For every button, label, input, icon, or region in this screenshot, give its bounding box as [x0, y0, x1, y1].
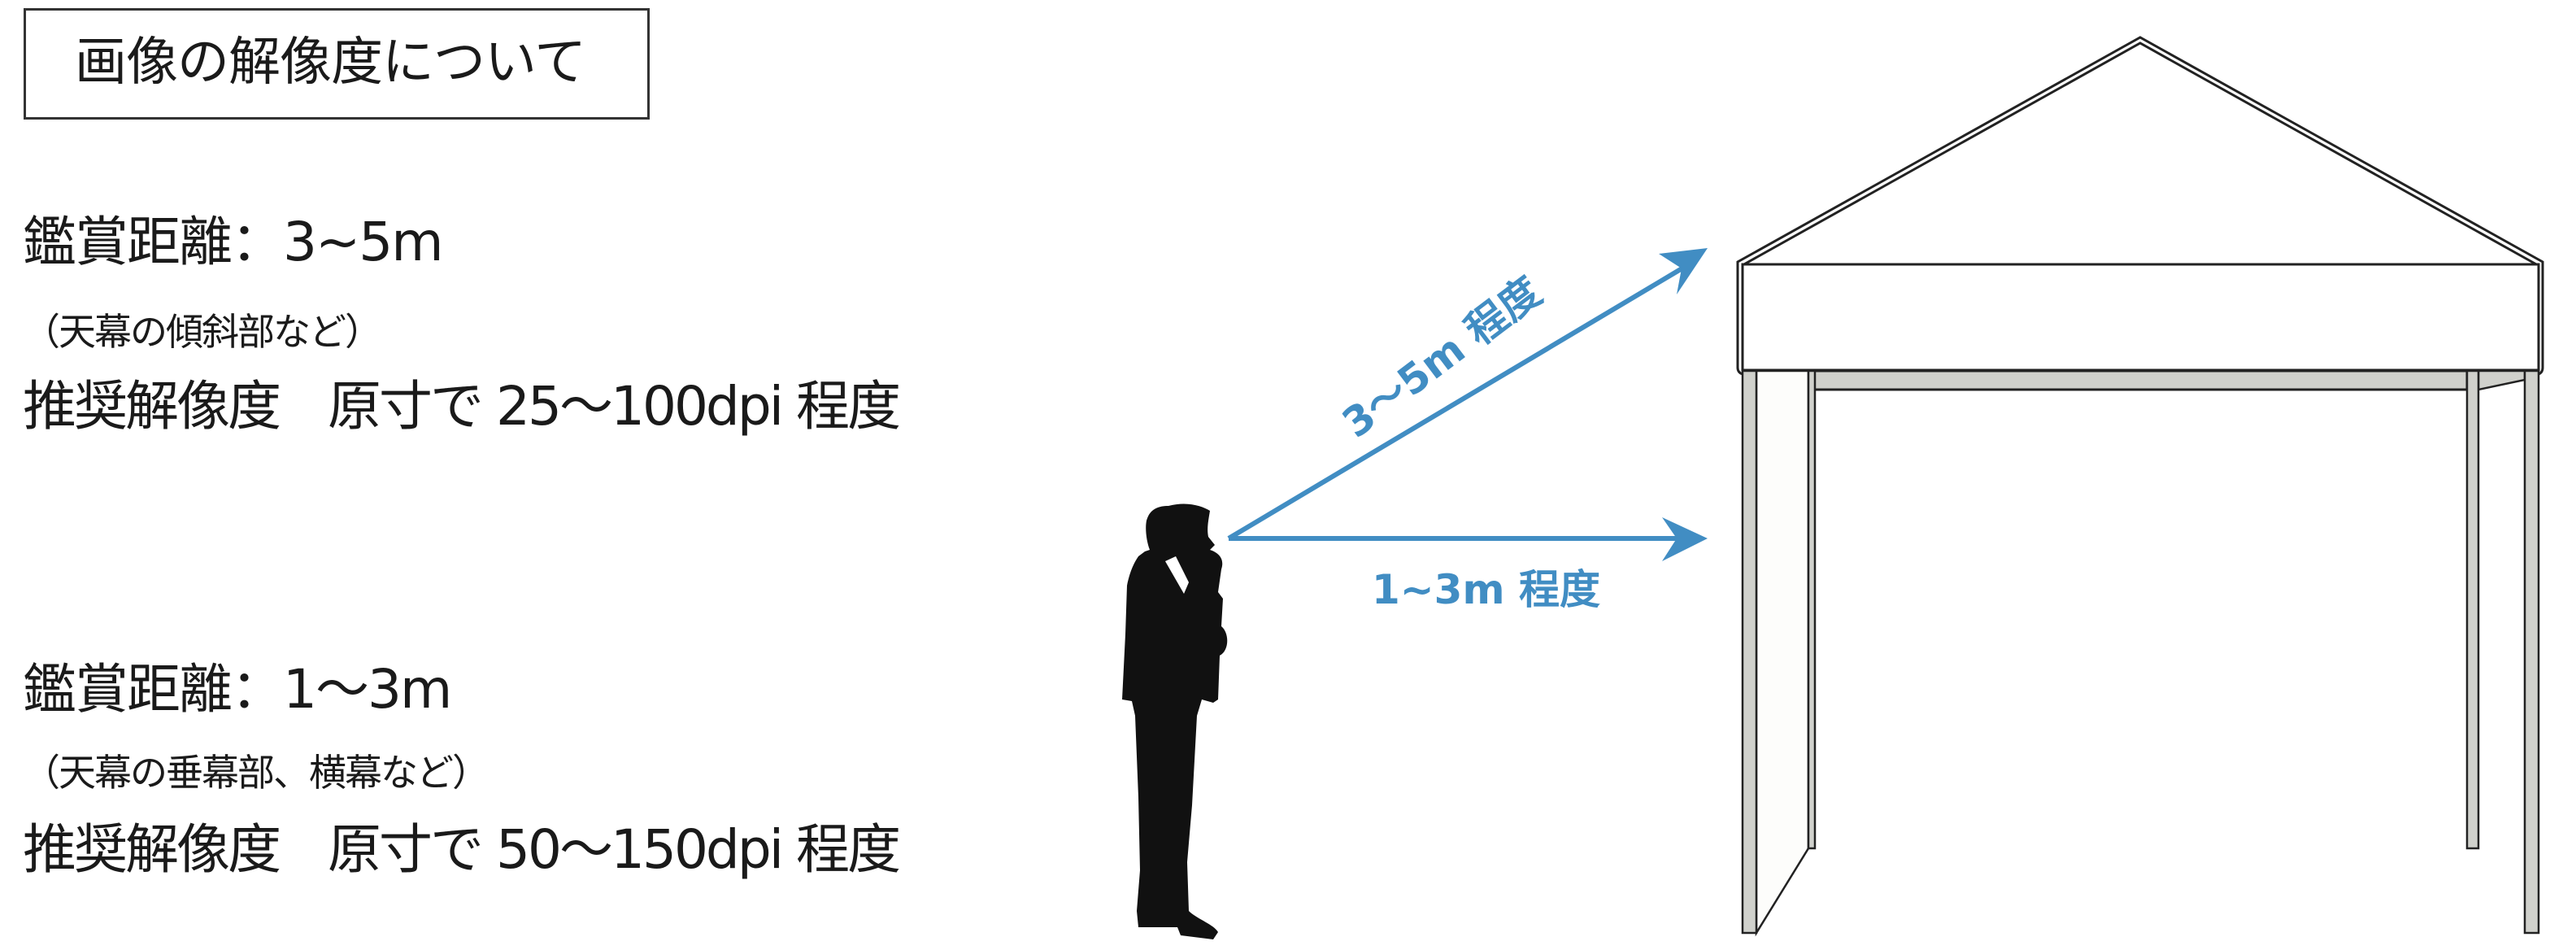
- section-1-recommendation-value: 原寸で 25〜100dpi 程度: [328, 375, 901, 438]
- tent-icon: [1736, 36, 2544, 937]
- person-silhouette-icon: [1122, 503, 1228, 939]
- page-title: 画像の解像度について: [75, 33, 586, 93]
- arrow-icon: [1227, 248, 1708, 561]
- section-1-recommendation: 推奨解像度原寸で 25〜100dpi 程度: [23, 374, 901, 439]
- section-2-recommendation-label: 推奨解像度: [23, 818, 281, 881]
- section-2-note: （天幕の垂幕部、横幕など）: [23, 751, 490, 795]
- title-box: 画像の解像度について: [24, 8, 650, 120]
- upper-arrow-label: 3〜5m 程度: [1334, 268, 1550, 447]
- section-2-distance: 鑑賞距離：1〜3m: [23, 658, 452, 721]
- section-2-recommendation: 推奨解像度原寸で 50〜150dpi 程度: [23, 817, 901, 882]
- section-1-distance: 鑑賞距離：3~5m: [23, 211, 444, 273]
- lower-arrow-label: 1~3m 程度: [1372, 566, 1600, 613]
- section-2-recommendation-value: 原寸で 50〜150dpi 程度: [328, 818, 901, 881]
- section-1-note: （天幕の傾斜部など）: [23, 310, 382, 354]
- section-1-recommendation-label: 推奨解像度: [23, 375, 281, 438]
